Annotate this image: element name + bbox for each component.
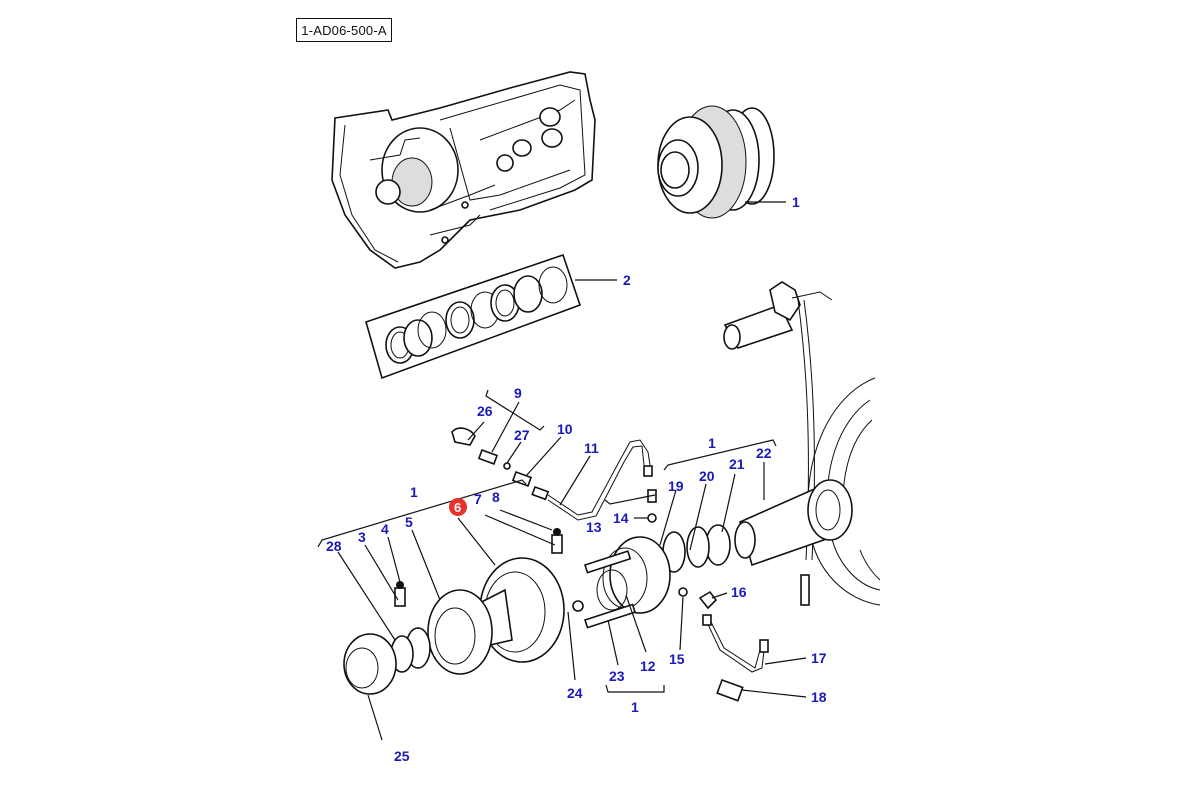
highlight-badge	[449, 498, 467, 516]
callout-20[interactable]: 20	[699, 468, 715, 484]
callout-1-clutch-pack[interactable]: 1	[792, 194, 800, 210]
callout-16[interactable]: 16	[731, 584, 747, 600]
slave-cylinder	[572, 536, 671, 629]
seal-ring-kit	[365, 253, 582, 380]
callout-1-bottom-group[interactable]: 1	[631, 699, 639, 715]
group-bracket-1-left	[317, 479, 527, 548]
hydraulic-fittings	[451, 427, 657, 523]
callout-1-right-group[interactable]: 1	[708, 435, 716, 451]
group-bracket-1-bottom	[605, 684, 665, 693]
callout-15[interactable]: 15	[669, 651, 685, 667]
callout-26[interactable]: 26	[477, 403, 493, 419]
release-bearing-assembly	[343, 528, 565, 695]
callout-1-left-group[interactable]: 1	[410, 484, 418, 500]
callout-17[interactable]: 17	[811, 650, 827, 666]
callout-21[interactable]: 21	[729, 456, 745, 472]
callout-9[interactable]: 9	[514, 385, 522, 401]
callout-2-seal-kit[interactable]: 2	[623, 272, 631, 288]
leader-lines	[337, 401, 807, 741]
callout-6[interactable]: 6	[454, 500, 461, 515]
guide-tube	[734, 479, 853, 567]
callout-13[interactable]: 13	[586, 519, 602, 535]
clutch-pack-illustration	[657, 105, 775, 219]
callout-14[interactable]: 14	[613, 510, 629, 526]
group-bracket-1-right	[663, 439, 777, 471]
callout-4[interactable]: 4	[381, 521, 389, 537]
callout-5[interactable]: 5	[405, 514, 413, 530]
callout-23[interactable]: 23	[609, 668, 625, 684]
transmission-housing	[331, 71, 596, 269]
callout-12[interactable]: 12	[640, 658, 656, 674]
highlighted-part-6[interactable]: 6	[449, 498, 467, 516]
callout-24[interactable]: 24	[567, 685, 583, 701]
hydraulic-pipe	[678, 587, 769, 702]
callout-3[interactable]: 3	[358, 529, 366, 545]
callout-22[interactable]: 22	[756, 445, 772, 461]
callout-28[interactable]: 28	[326, 538, 342, 554]
callout-19[interactable]: 19	[668, 478, 684, 494]
diagram-reference-code: 1-AD06-500-A	[296, 18, 392, 42]
callout-25[interactable]: 25	[394, 748, 410, 764]
callout-18[interactable]: 18	[811, 689, 827, 705]
seal-rings	[662, 524, 731, 573]
callout-11[interactable]: 11	[584, 440, 599, 456]
callout-7[interactable]: 7	[474, 491, 482, 507]
callout-8[interactable]: 8	[492, 489, 500, 505]
callout-27[interactable]: 27	[514, 427, 530, 443]
callout-10[interactable]: 10	[557, 421, 573, 437]
group-bracket-13	[604, 494, 656, 505]
